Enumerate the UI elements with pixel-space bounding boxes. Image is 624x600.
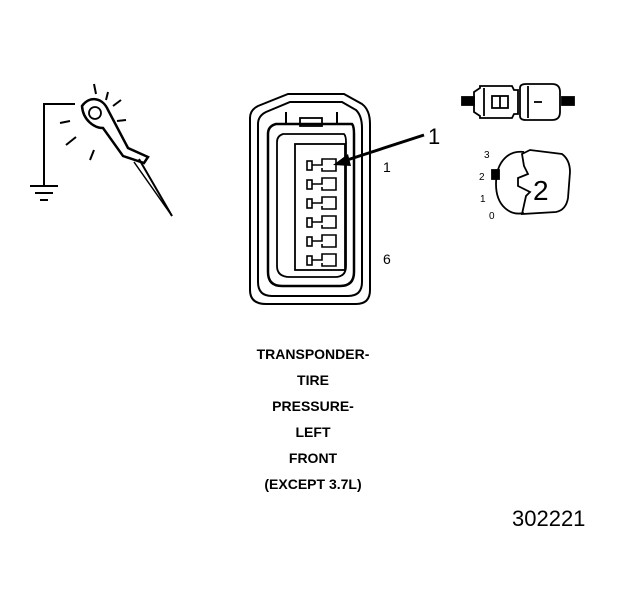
caption-line: TIRE xyxy=(297,372,329,388)
lock-position-2: 2 xyxy=(479,172,485,183)
connector-lock-position-icon xyxy=(491,149,571,215)
callout-1-leader xyxy=(333,133,425,166)
figure-number: 302221 xyxy=(512,506,586,531)
callout-2-label: 2 xyxy=(533,175,549,206)
lock-position-1: 1 xyxy=(480,194,486,205)
connector-side-view-icon xyxy=(461,83,575,121)
caption-line: FRONT xyxy=(288,450,338,466)
test-probe-ground-icon xyxy=(30,83,173,217)
pin-cavities xyxy=(306,158,337,267)
caption-line: TRANSPONDER- xyxy=(256,346,370,362)
lock-position-3: 3 xyxy=(484,150,490,161)
caption-line: LEFT xyxy=(295,424,331,440)
callout-1-label: 1 xyxy=(428,124,440,149)
connector-caption: TRANSPONDER- TIRE PRESSURE- LEFT FRONT (… xyxy=(208,341,418,497)
pin-1-label: 1 xyxy=(383,159,391,175)
caption-line: PRESSURE- xyxy=(272,398,354,414)
caption-line: (EXCEPT 3.7L) xyxy=(264,476,362,492)
lock-position-0: 0 xyxy=(489,211,495,222)
pin-6-label: 6 xyxy=(383,251,391,267)
connector-face xyxy=(249,93,371,305)
